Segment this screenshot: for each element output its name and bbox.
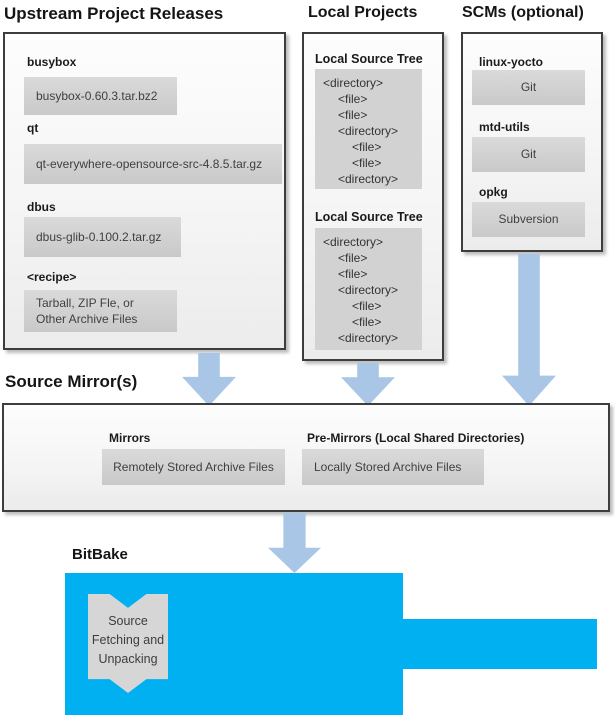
premirrors-label: Pre-Mirrors (Local Shared Directories) (307, 431, 525, 445)
flow-arrow-scms-to-mirrors (502, 254, 556, 406)
entry-label-qt: qt (27, 121, 39, 135)
entry-label-opkg: opkg (479, 185, 508, 199)
entry-label-busybox: busybox (27, 55, 77, 69)
local-source-tree-box: <directory> <file> <file> <directory> <f… (315, 69, 422, 189)
file-box-busybox: busybox-0.60.3.tar.bz2 (24, 77, 177, 115)
local-source-tree-heading: Local Source Tree (315, 210, 423, 224)
bitbake-title: BitBake (72, 546, 128, 563)
local-source-tree-box: <directory> <file> <file> <directory> <f… (315, 228, 422, 350)
local-projects-title: Local Projects (308, 4, 418, 21)
tree-node: <directory> (338, 283, 399, 297)
source-mirrors-title: Source Mirror(s) (5, 372, 138, 391)
entry-label-recipe: <recipe> (27, 270, 77, 284)
entry-label-linux-yocto: linux-yocto (479, 55, 544, 69)
tree-node: <file> (338, 251, 368, 265)
file-name: dbus-glib-0.100.2.tar.gz (36, 229, 162, 244)
tree-node: <file> (352, 156, 382, 170)
premirrors-value: Locally Stored Archive Files (314, 459, 462, 474)
tree-node: <directory> (323, 235, 384, 249)
file-box-recipe: Tarball, ZIP Fle, or Other Archive Files (24, 290, 177, 332)
file-name: qt-everywhere-opensource-src-4.8.5.tar.g… (36, 156, 263, 171)
file-name: busybox-0.60.3.tar.bz2 (36, 88, 158, 103)
upstream-releases-title: Upstream Project Releases (4, 4, 224, 23)
entry-label-dbus: dbus (27, 200, 56, 214)
scm-box-opkg: Subversion (472, 202, 585, 237)
flow-arrow-local-to-mirrors (341, 363, 395, 406)
file-box-qt: qt-everywhere-opensource-src-4.8.5.tar.g… (24, 144, 282, 184)
upstream-releases-panel: busybox busybox-0.60.3.tar.bz2 qt qt-eve… (3, 32, 286, 350)
tree-node: <file> (352, 315, 382, 329)
bitbake-pipeline-bar (402, 619, 597, 669)
mirrors-label: Mirrors (109, 431, 151, 445)
tree-node: <file> (352, 140, 382, 154)
flow-arrow-upstream-to-mirrors (182, 353, 236, 406)
source-mirrors-panel: Mirrors Remotely Stored Archive Files Pr… (2, 403, 610, 512)
file-name: Tarball, ZIP Fle, or Other Archive Files (36, 295, 138, 326)
scms-title: SCMs (optional) (462, 4, 584, 21)
tree-node: <file> (352, 299, 382, 313)
tree-node: <directory> (323, 76, 384, 90)
source-fetching-step: Source Fetching and Unpacking (88, 594, 168, 693)
premirrors-box: Locally Stored Archive Files (302, 449, 484, 485)
scms-panel: linux-yocto Git mtd-utils Git opkg Subve… (461, 32, 603, 252)
tree-node: <file> (338, 108, 368, 122)
scm-tool: Git (520, 147, 537, 162)
tree-node: <directory> (338, 172, 399, 186)
tree-node: <directory> (338, 124, 399, 138)
local-projects-panel: Local Source Tree <directory> <file> <fi… (302, 32, 444, 361)
mirrors-box: Remotely Stored Archive Files (102, 449, 285, 485)
scm-box-linux-yocto: Git (472, 70, 585, 105)
file-box-dbus: dbus-glib-0.100.2.tar.gz (24, 217, 181, 257)
scm-tool: Git (520, 80, 537, 95)
entry-label-mtd-utils: mtd-utils (479, 120, 530, 134)
local-source-tree-heading: Local Source Tree (315, 52, 423, 66)
tree-node: <file> (338, 267, 368, 281)
tree-node: <file> (338, 92, 368, 106)
mirrors-value: Remotely Stored Archive Files (113, 459, 274, 474)
scm-box-mtd-utils: Git (472, 137, 585, 172)
flow-arrow-mirrors-to-bitbake (268, 513, 321, 573)
scm-tool: Subversion (498, 212, 559, 227)
tree-node: <directory> (338, 331, 399, 345)
